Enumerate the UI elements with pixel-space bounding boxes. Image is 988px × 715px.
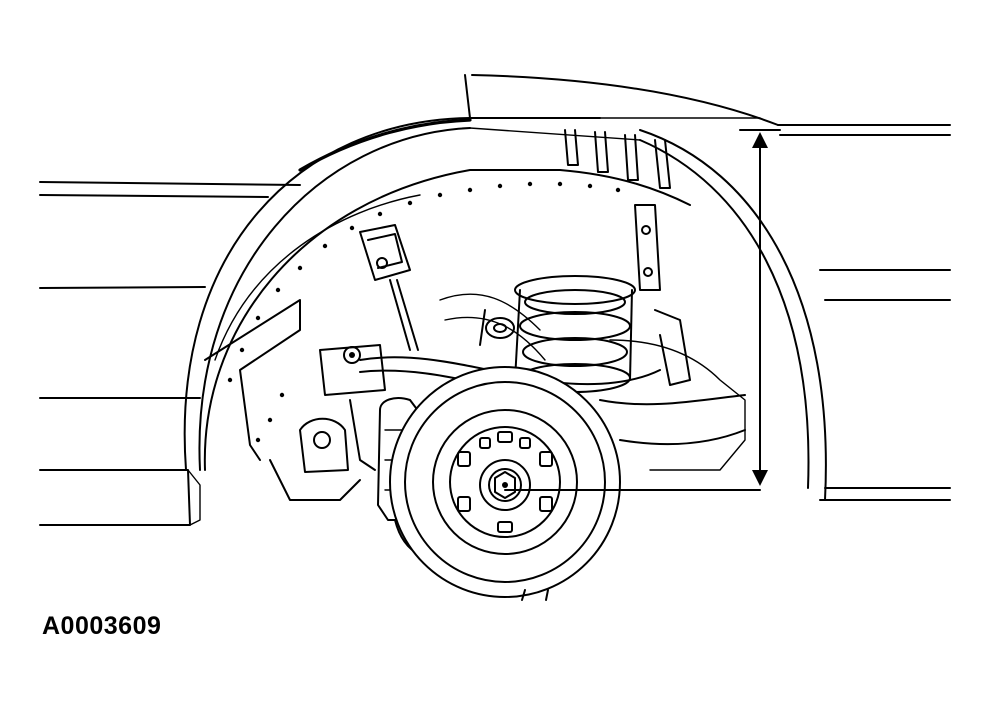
inner-bracket [599, 204, 746, 471]
ride-height-measurement [504, 129, 781, 491]
brake-rotor [389, 366, 621, 601]
liner-ribs [564, 129, 671, 189]
left-suspension [204, 299, 386, 501]
lug-holes [457, 431, 553, 533]
wheel-arch [183, 117, 827, 501]
liner-rivets [227, 181, 621, 443]
height-sensor-link [359, 224, 419, 351]
figure-id-label: A0003609 [42, 612, 162, 640]
